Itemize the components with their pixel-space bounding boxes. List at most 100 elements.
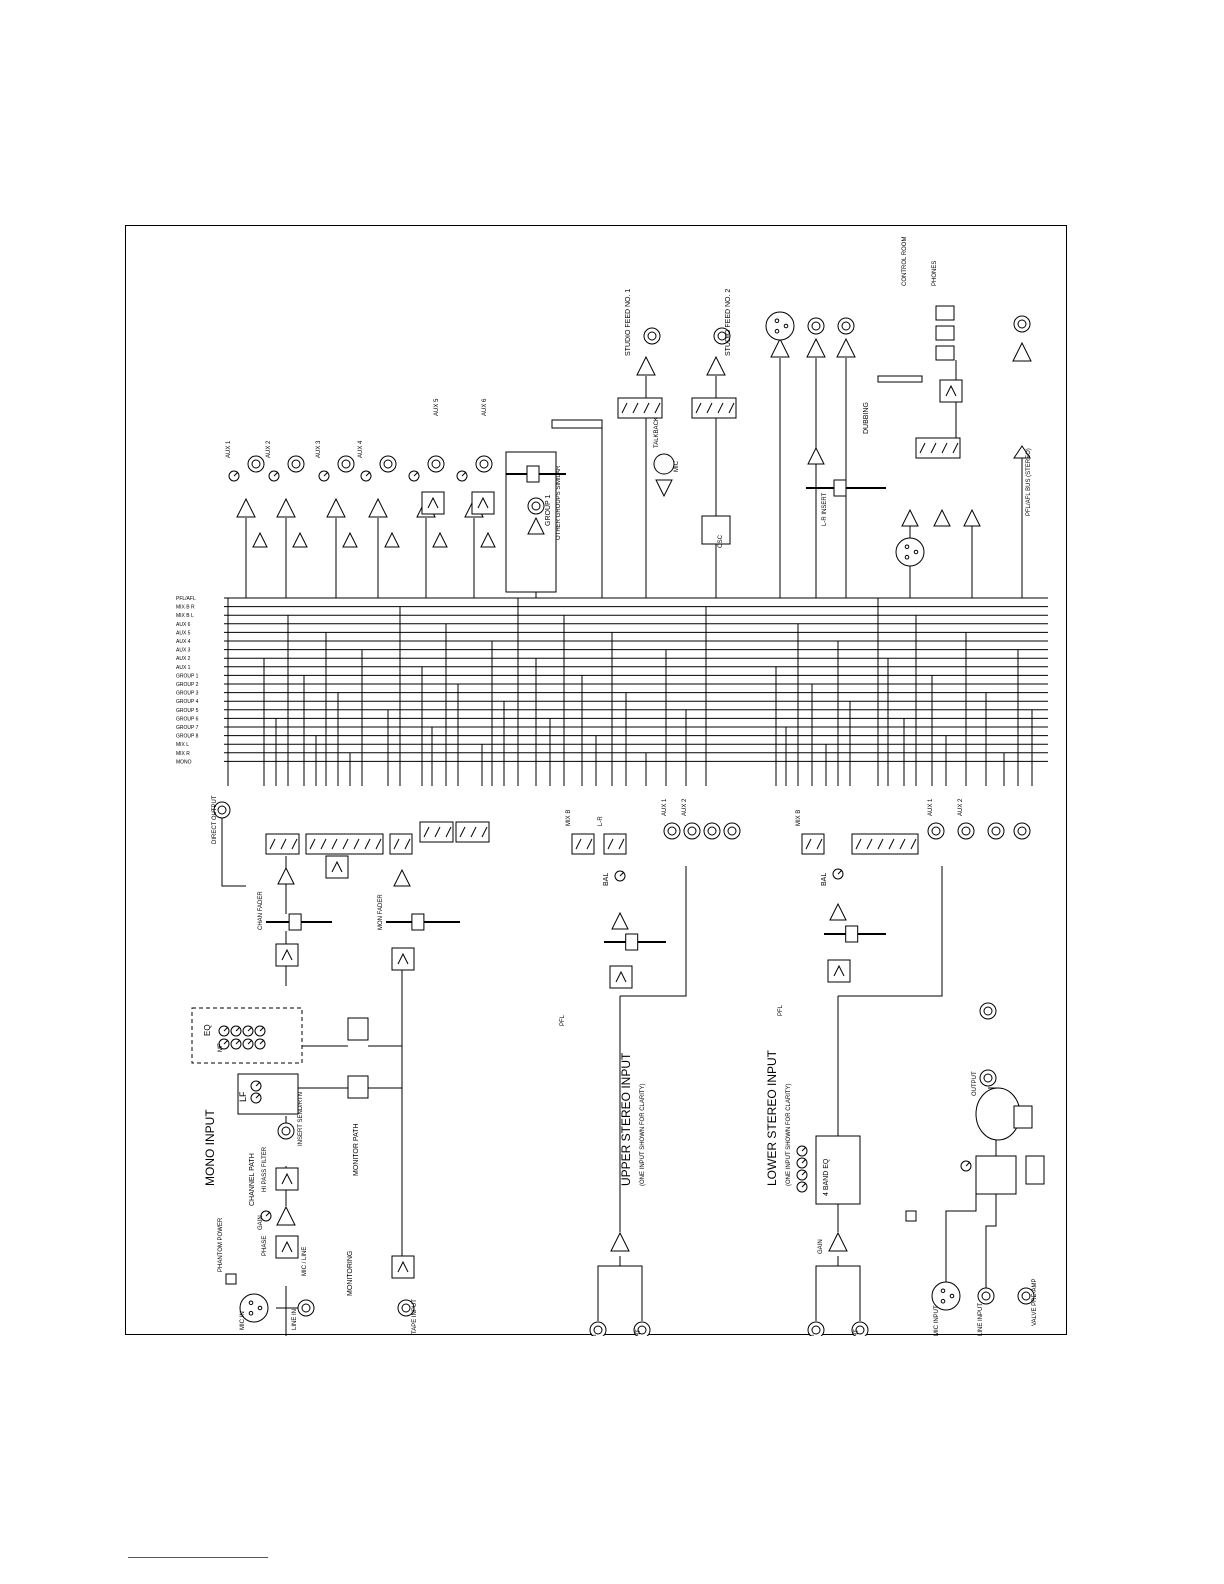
mon-route-switch: [389, 833, 413, 855]
valve-mic-input-label: MIC INPUT: [934, 1305, 940, 1336]
upper-lr-label: L-R: [598, 816, 604, 826]
knob-pointer: [801, 1170, 807, 1176]
knob-pointer: [273, 471, 279, 477]
2trk-1-amp: [770, 337, 790, 358]
upper-aux2-label: AUX 2: [682, 798, 688, 816]
switch-contact: [888, 838, 895, 850]
chan-fader-label: CHAN FADER: [258, 891, 264, 930]
valve-tube-symbol: [975, 1087, 1021, 1141]
mic-in-xlr: [239, 1293, 269, 1323]
group-route-bar: [551, 419, 603, 429]
knob-pointer: [265, 1211, 271, 1217]
aux-2-master-label: AUX 2: [266, 440, 272, 458]
aux-3-master-label: AUX 3: [316, 440, 322, 458]
valve-mic-xlr: [931, 1281, 961, 1311]
xlr-pin: [248, 1310, 254, 1316]
switch-contact: [375, 838, 382, 850]
knob-pointer: [619, 871, 625, 877]
aux-pre-amp: [384, 531, 400, 548]
upper-aux1-label: AUX 1: [662, 798, 668, 816]
monitoring-label: MONITORING: [347, 1251, 354, 1296]
xlr-pin: [783, 323, 789, 329]
aux-master-amp: [276, 497, 296, 518]
mic-in-label: MIC IN: [240, 1311, 246, 1330]
bus-label: GROUP 8: [176, 734, 199, 740]
xlr-pin: [774, 318, 780, 324]
knob-pointer: [247, 1039, 253, 1045]
knob-pointer: [323, 471, 329, 477]
upper-aux2-jack-inner: [687, 826, 697, 836]
upper-aux-wire: [620, 866, 687, 997]
signal-wires: [221, 358, 1048, 1336]
knob-pointer: [413, 471, 419, 477]
switch-contact: [899, 838, 906, 850]
switch-contact: [575, 838, 582, 850]
lower-pfl-label: PFL: [778, 1004, 784, 1016]
switch-contact: [607, 838, 614, 850]
switch-contact: [816, 838, 823, 850]
lower-left-label: LEFT: [810, 1333, 816, 1336]
switch-contact: [291, 838, 298, 850]
knob-pointer: [365, 471, 371, 477]
upper-gain-amp: [610, 1231, 630, 1252]
switch-contact: [941, 442, 948, 454]
vca-curve: [945, 384, 957, 397]
upper-left-label: LEFT: [592, 1333, 598, 1336]
switch-contact: [364, 838, 371, 850]
switch-contact: [586, 838, 593, 850]
xlr-pin: [949, 1293, 955, 1299]
lower-right-wire: [838, 1265, 861, 1321]
switch-contact: [618, 838, 625, 850]
cr-level-block: [935, 345, 955, 361]
switch-contact: [423, 826, 430, 838]
vca-curve: [427, 496, 439, 509]
2trk-2-amp: [806, 337, 826, 358]
talkback-xlr: [895, 537, 925, 567]
upper-stereo-title: UPPER STEREO INPUT: [619, 1052, 633, 1186]
chan-fader-cap: [288, 913, 302, 931]
aux-1-master-label: AUX 1: [226, 440, 232, 458]
upper-aux1-jack-inner: [667, 826, 677, 836]
mf-label: MF: [218, 1043, 224, 1052]
group-1-label: GROUP 1: [545, 495, 552, 526]
aux-master-amp: [236, 497, 256, 518]
upper-right-label: RIGHT: [636, 1329, 642, 1336]
eq-mon-switch-1: [347, 1075, 369, 1099]
switch-contact: [481, 826, 488, 838]
studio-feed-2-label: STUDIO FEED NO. 2: [725, 289, 732, 356]
switch-contact: [930, 442, 937, 454]
knob-pointer: [965, 1161, 971, 1167]
cr-mono-block: [935, 325, 955, 341]
switch-contact: [706, 402, 713, 414]
upper-mixb-label: MIX B: [566, 810, 572, 826]
aux-output-jack-inner: [431, 459, 441, 469]
bus-label: MIX B L: [176, 613, 194, 619]
channel-path-label: CHANNEL PATH: [249, 1153, 256, 1206]
upper-left-jack-inner: [593, 1325, 603, 1335]
pfl-afl-bus-label: PFL/AFL BUS (STEREO): [1026, 448, 1032, 516]
switch-contact: [309, 838, 316, 850]
valve-eq-block: [1025, 1155, 1045, 1185]
monitor-path-label: MONITOR PATH: [353, 1124, 360, 1177]
switch-contact: [393, 838, 400, 850]
direct-out-wire: [221, 818, 246, 887]
group-amp: [527, 516, 545, 535]
vca-curve: [833, 964, 845, 977]
line-in-jack-inner: [301, 1303, 311, 1313]
vca-curve: [477, 496, 489, 509]
xlr-pin: [913, 549, 919, 555]
cr-right-amp: [963, 508, 981, 527]
upper-bal-label: BAL: [603, 873, 610, 886]
lower-right-label: RIGHT: [854, 1329, 860, 1336]
cr-left-amp: [933, 508, 951, 527]
studio-feed-1-amp: [636, 355, 656, 376]
lower-aux2-label: AUX 2: [958, 798, 964, 816]
bus-label: AUX 5: [176, 630, 191, 636]
bus-label: GROUP 7: [176, 725, 199, 731]
talkback-in-amp: [901, 508, 919, 527]
phantom-switch: [225, 1273, 237, 1285]
aux-output-jack-inner: [479, 459, 489, 469]
